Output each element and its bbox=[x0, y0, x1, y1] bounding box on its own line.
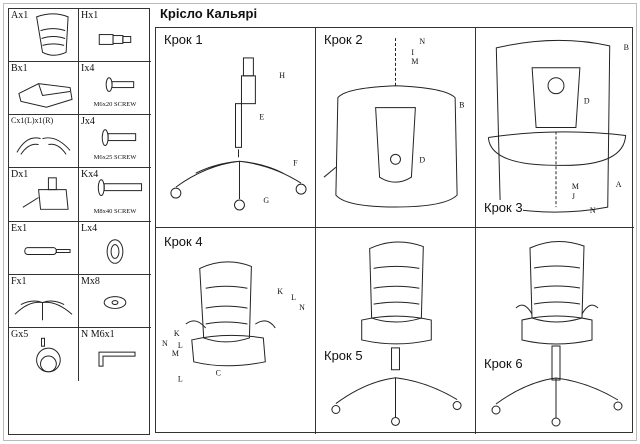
part-m: Mx8 bbox=[79, 275, 151, 328]
svg-text:L: L bbox=[291, 293, 296, 302]
mechanism-icon bbox=[22, 177, 69, 211]
part-label: Ex1 bbox=[11, 222, 28, 234]
svg-text:C: C bbox=[216, 369, 221, 378]
backrest-icon bbox=[36, 13, 69, 56]
part-k: Kx4 M8x40 SCREW bbox=[79, 168, 151, 222]
step-1: H E F G Крок 1 bbox=[156, 28, 316, 228]
step-6-diagram bbox=[491, 241, 623, 427]
base-icon bbox=[14, 300, 73, 320]
part-label: Fx1 bbox=[11, 275, 27, 287]
svg-text:B: B bbox=[624, 43, 629, 52]
part-label: Gx5 bbox=[11, 328, 29, 340]
svg-text:B: B bbox=[459, 101, 464, 110]
svg-text:A: A bbox=[616, 180, 622, 189]
step-label: Крок 3 bbox=[484, 200, 523, 215]
part-label: N M6x1 bbox=[81, 328, 115, 340]
step-label: Крок 5 bbox=[324, 348, 363, 363]
seat-icon bbox=[18, 83, 73, 108]
svg-text:M: M bbox=[572, 182, 579, 191]
screw-icon bbox=[101, 129, 137, 147]
svg-text:M: M bbox=[411, 57, 418, 66]
svg-text:L: L bbox=[178, 341, 183, 350]
spacer-icon bbox=[106, 238, 124, 264]
svg-text:M: M bbox=[172, 349, 179, 358]
part-a: Ax1 bbox=[9, 9, 79, 63]
part-h: Hx1 bbox=[79, 9, 151, 63]
part-note: M8x40 SCREW bbox=[93, 207, 137, 215]
part-e: Ex1 bbox=[9, 221, 79, 275]
svg-text:J: J bbox=[572, 192, 575, 201]
part-c: Cx1(L)x1(R) bbox=[9, 115, 79, 169]
part-label: Mx8 bbox=[81, 275, 100, 287]
hex-key-icon bbox=[98, 351, 136, 367]
part-i: Ix4 M6x20 SCREW bbox=[79, 62, 151, 116]
gas-cover-icon bbox=[98, 34, 132, 45]
part-l: Lx4 bbox=[79, 222, 151, 275]
caster-icon bbox=[36, 337, 61, 373]
svg-text:N: N bbox=[419, 37, 425, 46]
part-note: M6x20 SCREW bbox=[93, 101, 137, 109]
step-label: Крок 2 bbox=[324, 32, 363, 47]
parts-list: Ax1 Hx1 Bx1 Ix4 M6x20 SCREW Cx1(L)x1(R) … bbox=[8, 8, 151, 435]
step-label: Крок 6 bbox=[484, 356, 523, 371]
step-3-diagram: B D MJ N A bbox=[487, 39, 629, 215]
svg-text:N: N bbox=[162, 339, 168, 348]
part-label: Lx4 bbox=[81, 222, 98, 234]
part-label: Ax1 bbox=[11, 10, 29, 21]
svg-text:H: H bbox=[279, 71, 285, 80]
svg-text:I: I bbox=[411, 48, 414, 57]
page-frame bbox=[3, 3, 637, 441]
svg-text:L: L bbox=[178, 375, 183, 384]
part-label: Kx4 bbox=[81, 169, 99, 181]
svg-text:D: D bbox=[419, 155, 425, 164]
step-6: Крок 6 bbox=[476, 228, 634, 434]
svg-text:K: K bbox=[174, 329, 180, 338]
part-label: Hx1 bbox=[81, 10, 99, 21]
step-5-diagram bbox=[331, 241, 462, 426]
part-f: Fx1 bbox=[9, 274, 79, 328]
part-j: Jx4 M6x25 SCREW bbox=[79, 115, 151, 169]
part-label: Cx1(L)x1(R) bbox=[11, 116, 54, 126]
part-label: Dx1 bbox=[11, 169, 29, 181]
step-label: Крок 4 bbox=[164, 234, 203, 249]
part-d: Dx1 bbox=[9, 168, 79, 222]
part-note: M6x25 SCREW bbox=[93, 154, 137, 162]
part-label: Ix4 bbox=[81, 63, 95, 75]
page-title: Крісло Кальярі bbox=[160, 6, 258, 21]
part-b: Bx1 bbox=[9, 62, 79, 116]
washer-icon bbox=[103, 295, 127, 309]
svg-text:F: F bbox=[293, 158, 298, 167]
step-label: Крок 1 bbox=[164, 32, 203, 47]
svg-text:G: G bbox=[263, 196, 269, 205]
svg-text:E: E bbox=[259, 113, 264, 122]
armrest-icon bbox=[16, 137, 71, 155]
part-label: Jx4 bbox=[81, 116, 95, 128]
step-1-diagram: H E F G bbox=[170, 57, 307, 211]
svg-text:D: D bbox=[584, 97, 590, 106]
part-n: N M6x1 bbox=[79, 328, 151, 381]
gas-lift-icon bbox=[24, 246, 71, 255]
part-label: Bx1 bbox=[11, 63, 28, 75]
step-5: Крок 5 bbox=[316, 228, 476, 434]
svg-text:N: N bbox=[299, 303, 305, 312]
screw-icon bbox=[97, 179, 143, 197]
svg-text:K: K bbox=[277, 287, 283, 296]
svg-text:N: N bbox=[590, 206, 596, 215]
screw-icon bbox=[105, 77, 135, 93]
part-g: Gx5 bbox=[9, 327, 79, 381]
step-2-diagram: NIM B D bbox=[323, 37, 464, 208]
